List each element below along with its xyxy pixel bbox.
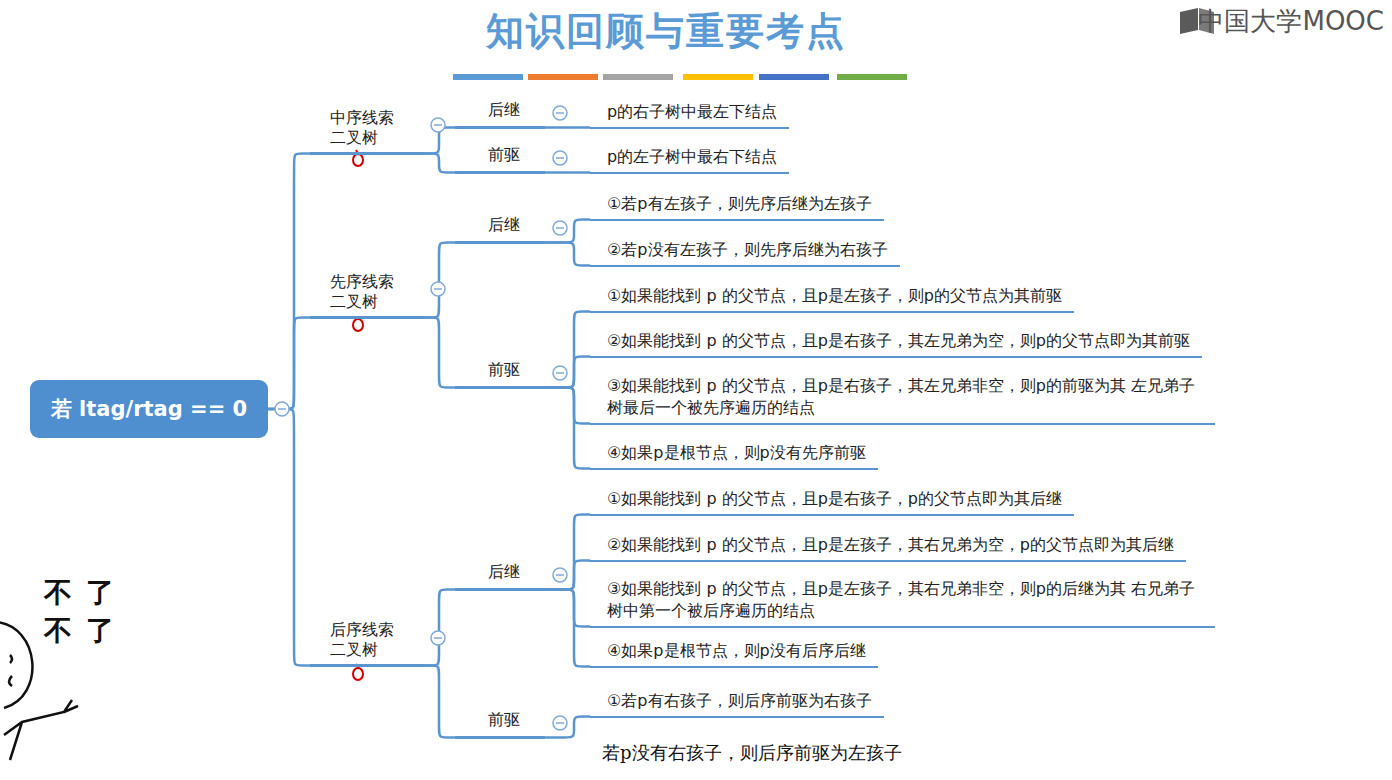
subtopic: 后继 <box>455 561 545 591</box>
pen-mark <box>353 668 363 680</box>
node-text: 前驱 <box>488 709 545 731</box>
root-box: 若 ltag/rtag == 0 <box>30 380 268 438</box>
branch-connector <box>545 357 590 388</box>
leaf-topic: ④如果p是根节点，则p没有先序前驱 <box>590 442 878 470</box>
node-text: 后继 <box>488 214 545 236</box>
branch-topic: 中序线索二叉树 <box>310 108 425 155</box>
collapse-symbol <box>553 716 567 730</box>
color-bar <box>603 74 673 80</box>
pen-mark <box>353 319 363 331</box>
branch-connector <box>268 409 310 666</box>
collapse-symbol <box>553 151 567 165</box>
node-text: ②如果能找到 p 的父节点，且p是右孩子，其左兄弟为空，则p的父节点即为其前驱 <box>607 330 1190 352</box>
branch-connector <box>268 154 310 410</box>
node-text: p的右子树中最左下结点 <box>607 101 777 123</box>
figure-head <box>0 622 32 708</box>
subtopic: 前驱 <box>455 709 545 739</box>
node-text: 后序线索二叉树 <box>330 620 398 660</box>
red-marks <box>353 150 363 680</box>
node-text: ①若p有右孩子，则后序前驱为右孩子 <box>607 690 872 712</box>
branch-connector <box>425 243 455 318</box>
branch-connector <box>545 388 590 469</box>
leaf-topic: ②如果能找到 p 的父节点，且p是左孩子，其右兄弟为空，p的父节点即为其后继 <box>590 534 1186 562</box>
leaf-topic: ③如果能找到 p 的父节点，且p是左孩子，其右兄弟非空，则p的后继为其 右兄弟子… <box>590 578 1215 628</box>
branch-connector <box>425 666 455 738</box>
node-text: p的左子树中最右下结点 <box>607 146 777 168</box>
figure-eye <box>10 655 12 663</box>
color-bar <box>683 74 753 80</box>
node-text: 中序线索二叉树 <box>330 108 398 148</box>
leaf-topic: p的左子树中最右下结点 <box>590 146 789 174</box>
video-caption: 若p没有右孩子，则后序前驱为左孩子 <box>598 740 906 766</box>
branch-connector <box>545 388 590 424</box>
pen-mark <box>353 154 363 166</box>
node-text: 前驱 <box>488 359 545 381</box>
figure-mouth <box>9 676 12 686</box>
subtopic: 前驱 <box>455 359 545 389</box>
color-bar <box>837 74 907 80</box>
collapse-symbol <box>553 366 567 380</box>
meme-text: 不了 <box>44 574 128 612</box>
node-text: ④如果p是根节点，则p没有先序前驱 <box>607 442 866 464</box>
collapse-symbol <box>431 631 445 645</box>
subtopic: 后继 <box>455 99 545 129</box>
branch-connector <box>545 590 590 667</box>
collapse-symbol <box>275 402 289 416</box>
node-text: 后继 <box>488 561 545 583</box>
node-text: ③如果能找到 p 的父节点，且p是左孩子，其右兄弟非空，则p的后继为其 右兄弟子… <box>607 578 1203 622</box>
node-text: ③如果能找到 p 的父节点，且p是右孩子，其左兄弟非空，则p的前驱为其 左兄弟子… <box>607 375 1203 419</box>
branch-connector <box>545 243 590 266</box>
branch-connector <box>425 590 455 666</box>
node-text: ①如果能找到 p 的父节点，且p是右孩子，p的父节点即为其后继 <box>607 488 1062 510</box>
color-bar <box>759 74 829 80</box>
leaf-topic: ①如果能找到 p 的父节点，且p是右孩子，p的父节点即为其后继 <box>590 488 1074 516</box>
title-color-bars <box>453 74 907 80</box>
branch-connector <box>425 154 455 173</box>
branch-connector <box>545 220 590 243</box>
branch-topic: 后序线索二叉树 <box>310 620 425 667</box>
leaf-topic: ③如果能找到 p 的父节点，且p是右孩子，其左兄弟非空，则p的前驱为其 左兄弟子… <box>590 375 1215 425</box>
node-text: 后继 <box>488 99 545 121</box>
figure-arm <box>4 700 78 760</box>
leaf-topic: ①如果能找到 p 的父节点，且p是左孩子，则p的父节点为其前驱 <box>590 285 1074 313</box>
collapse-symbol <box>553 221 567 235</box>
node-text: ①如果能找到 p 的父节点，且p是左孩子，则p的父节点为其前驱 <box>607 285 1062 307</box>
color-bar <box>453 74 523 80</box>
leaf-topic: ②若p没有左孩子，则先序后继为右孩子 <box>590 239 900 267</box>
branch-connector <box>545 717 590 738</box>
collapse-symbol <box>553 106 567 120</box>
collapse-symbol <box>553 568 567 582</box>
node-text: ④如果p是根节点，则p没有后序后继 <box>607 640 866 662</box>
slide-title: 知识回顾与重要考点 <box>0 6 1332 57</box>
collapse-symbol <box>431 118 445 132</box>
collapse-symbol <box>431 282 445 296</box>
node-text: ②如果能找到 p 的父节点，且p是左孩子，其右兄弟为空，p的父节点即为其后继 <box>607 534 1174 556</box>
branch-connector <box>545 561 590 590</box>
node-text: 若 ltag/rtag == 0 <box>51 395 247 423</box>
branch-connector <box>545 590 590 627</box>
branch-connector <box>545 126 590 129</box>
node-text: ①若p有左孩子，则先序后继为左孩子 <box>607 193 872 215</box>
leaf-topic: ①若p有左孩子，则先序后继为左孩子 <box>590 193 884 221</box>
leaf-topic: ②如果能找到 p 的父节点，且p是右孩子，其左兄弟为空，则p的父节点即为其前驱 <box>590 330 1202 358</box>
branch-connector <box>425 318 455 388</box>
meme-text: 不了 <box>44 612 128 650</box>
node-text: 前驱 <box>488 144 545 166</box>
leaf-topic: p的右子树中最左下结点 <box>590 101 789 129</box>
branch-connector <box>545 515 590 590</box>
leaf-topic: ①若p有右孩子，则后序前驱为右孩子 <box>590 690 884 718</box>
leaf-topic: ④如果p是根节点，则p没有后序后继 <box>590 640 878 668</box>
branch-connector <box>268 318 310 410</box>
branch-connector <box>545 171 590 174</box>
branch-connector <box>545 312 590 388</box>
node-text: 先序线索二叉树 <box>330 272 398 312</box>
node-text: ②若p没有左孩子，则先序后继为右孩子 <box>607 239 888 261</box>
book-icon <box>1180 8 1198 34</box>
branch-topic: 先序线索二叉树 <box>310 272 425 319</box>
color-bar <box>528 74 598 80</box>
subtopic: 前驱 <box>455 144 545 174</box>
subtopic: 后继 <box>455 214 545 244</box>
watermark-logo: 中国大学MOOC <box>1198 4 1384 39</box>
